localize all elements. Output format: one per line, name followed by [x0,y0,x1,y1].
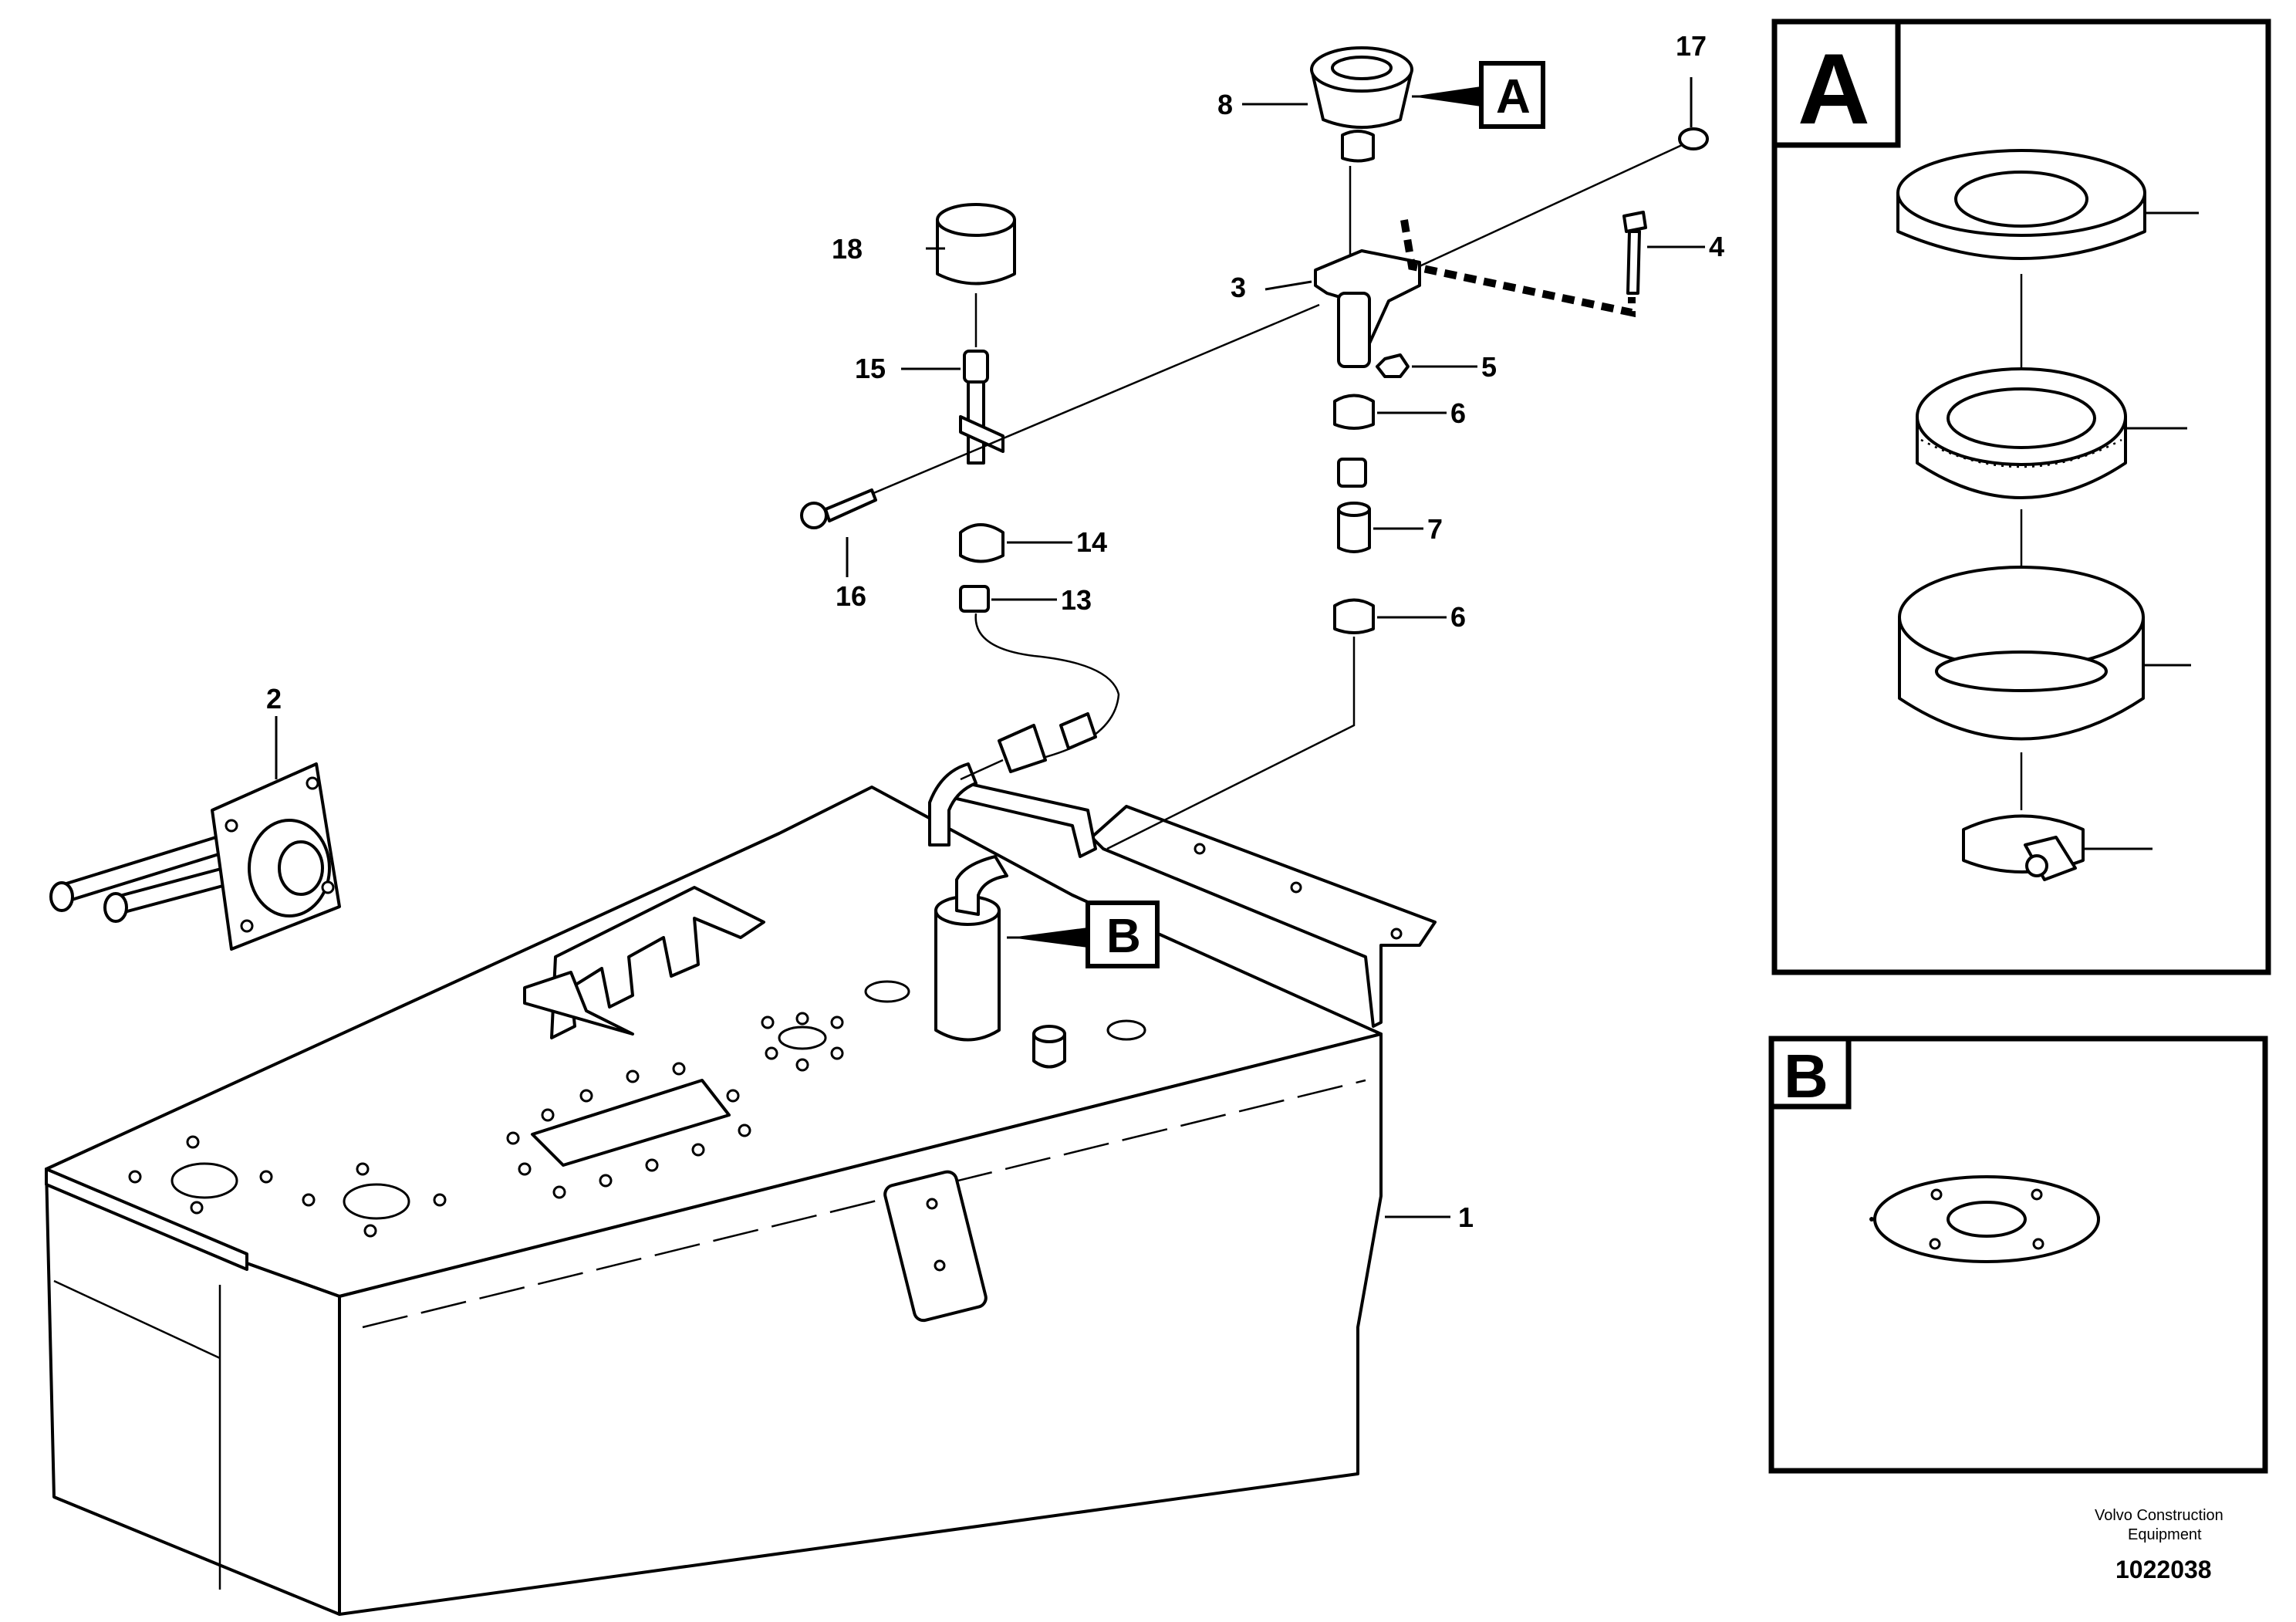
callout-2: 2 [266,683,282,715]
callout-15: 15 [855,353,886,384]
filter-cover [1896,149,2146,260]
filter-element [1916,367,2127,499]
document-number: 1022038 [2115,1556,2212,1583]
detail-panel-a: A [1771,19,2271,975]
hose-clamp [1962,814,2085,881]
detail-ref-b: B [1011,901,1160,968]
callout-4: 4 [1709,231,1724,262]
callout-16: 16 [836,580,866,612]
fuel-tank [45,762,1437,1616]
hose-assembly [800,46,1709,850]
callout-5: 5 [1481,351,1497,383]
callout-1: 1 [1458,1201,1474,1233]
callout-3: 3 [1231,272,1246,303]
credit-line-1: Volvo Construction [2095,1507,2223,1524]
callout-6-upper: 6 [1450,397,1466,429]
detail-ref-a-letter: A [1496,70,1531,123]
callout-7: 7 [1427,513,1443,545]
filter-bowl [1898,566,2145,741]
detail-panel-b-title: B [1784,1042,1828,1110]
callout-14: 14 [1076,526,1107,558]
credit-line-2: Equipment [2128,1526,2202,1543]
tank-bolt-holes [128,1012,844,1238]
detail-panel-a-title: A [1798,32,1870,145]
gasket-washer [1869,1175,2100,1263]
callout-18: 18 [832,233,863,265]
callout-13: 13 [1061,584,1092,616]
callout-8: 8 [1217,89,1233,120]
detail-ref-b-letter: B [1106,910,1141,963]
callout-6-lower: 6 [1450,601,1466,633]
valve-assembly [49,762,341,951]
detail-ref-a: A [1412,61,1545,129]
callout-17: 17 [1676,30,1707,62]
detail-panel-b: B [1768,1036,2268,1474]
